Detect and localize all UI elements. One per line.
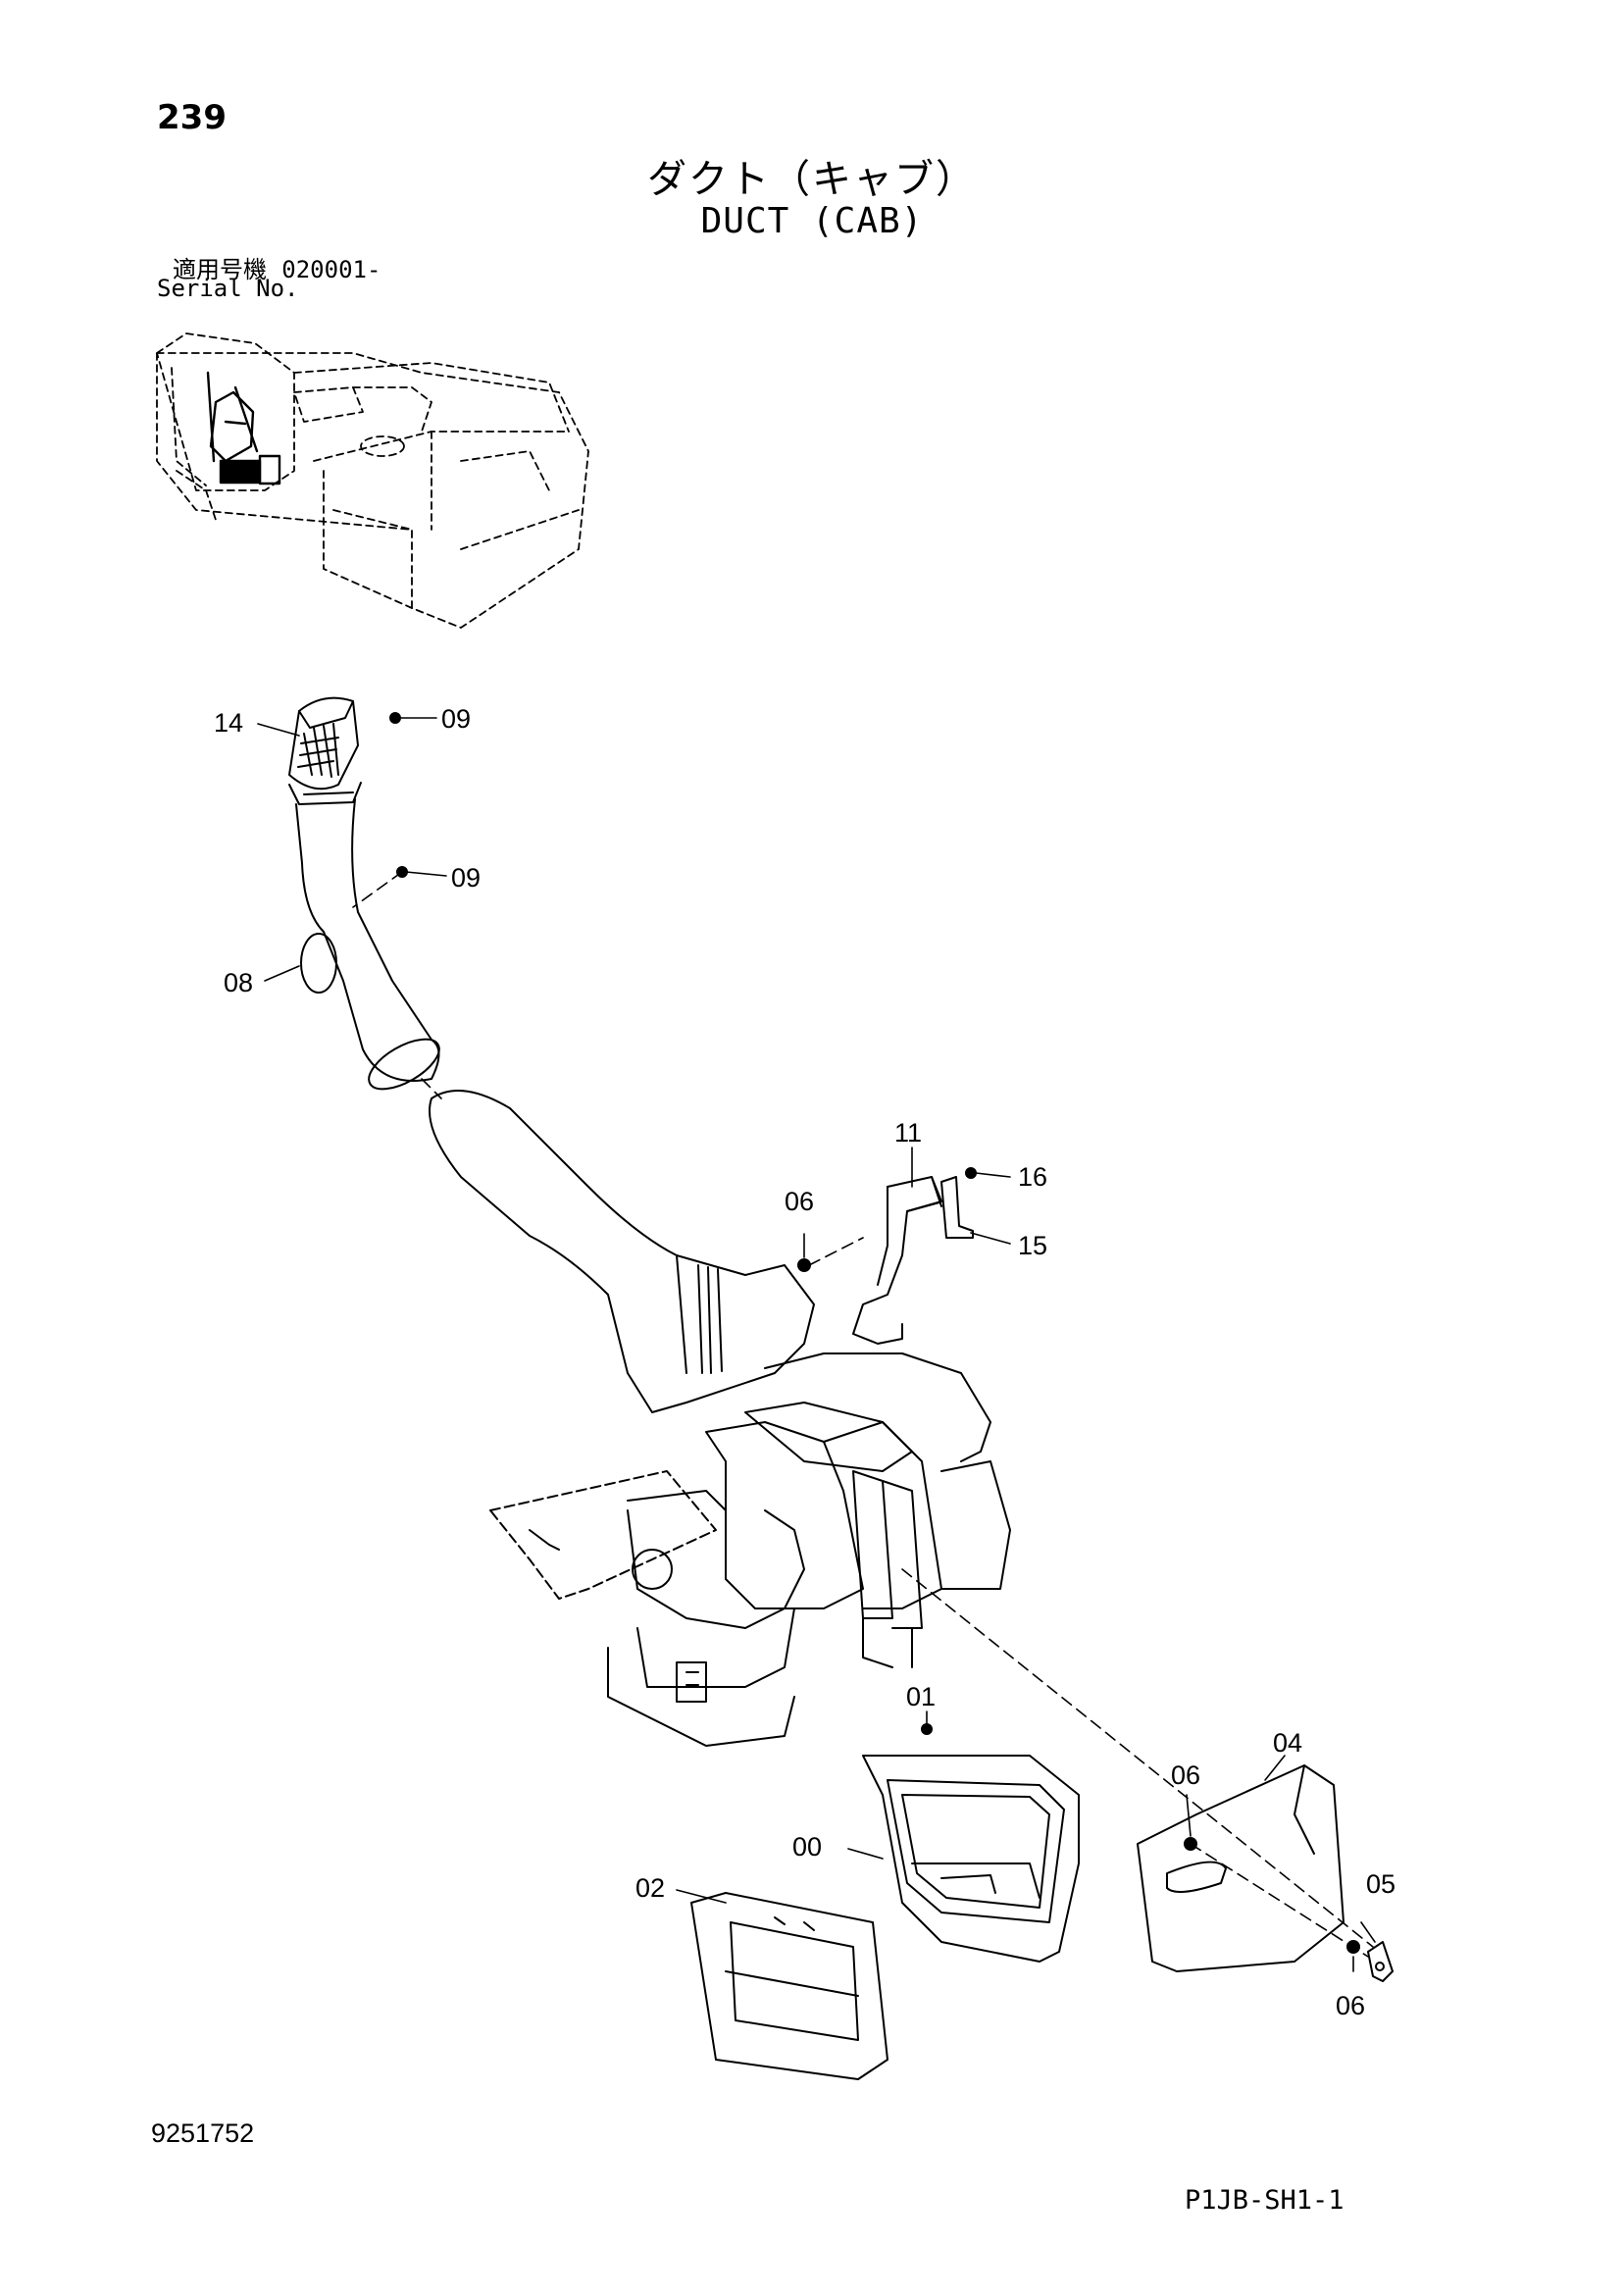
main-air-duct xyxy=(429,1090,815,1413)
mounting-plate xyxy=(489,1470,717,1600)
callout-06-lower: 06 xyxy=(1336,1991,1366,2020)
page-number: 239 xyxy=(157,98,227,137)
serial-label-jp-text: 適用号機 xyxy=(173,256,267,283)
assembly-lines xyxy=(352,871,1374,1958)
part-14-outlet-louver xyxy=(288,696,359,791)
callout-11: 11 xyxy=(894,1118,923,1148)
callout-04: 04 xyxy=(1273,1728,1303,1758)
page-title-jp: ダクト（キャブ） xyxy=(647,157,977,202)
callout-00: 00 xyxy=(792,1832,823,1862)
callout-01: 01 xyxy=(906,1682,937,1711)
callout-06-middle: 06 xyxy=(1171,1760,1201,1790)
fasteners xyxy=(389,712,1360,1954)
callout-09-lower: 09 xyxy=(451,863,482,893)
plate-hook xyxy=(529,1529,560,1551)
machine-overview-illustration xyxy=(156,332,589,629)
callout-16: 16 xyxy=(1018,1162,1048,1192)
part-08-upper-duct xyxy=(288,782,440,1091)
callout-02: 02 xyxy=(635,1873,666,1903)
callout-leaders xyxy=(257,717,1376,1972)
part-11-bracket xyxy=(852,1176,942,1345)
callout-14: 14 xyxy=(214,708,244,738)
callout-15: 15 xyxy=(1018,1231,1048,1260)
part-04-cover xyxy=(1137,1764,1345,1972)
callout-06-upper: 06 xyxy=(785,1187,815,1216)
part-00-filter-frame xyxy=(862,1755,1080,1963)
page-title-en: DUCT (CAB) xyxy=(700,201,924,241)
callout-05: 05 xyxy=(1366,1869,1396,1899)
document-number: 9251752 xyxy=(151,2118,255,2148)
serial-label-jp: 適用号機 020001- xyxy=(173,250,381,284)
part-02-filter xyxy=(690,1892,888,2080)
part-05-clip xyxy=(1367,1941,1394,1982)
cab-duct-location-highlight xyxy=(206,371,281,485)
sheet-code: P1JB-SH1-1 xyxy=(1185,2185,1345,2216)
callout-08: 08 xyxy=(224,968,254,997)
air-conditioner-unit xyxy=(607,1352,1011,1747)
callout-09-upper: 09 xyxy=(441,704,472,734)
serial-value: 020001- xyxy=(281,256,381,283)
serial-label-en: Serial No. xyxy=(157,275,299,302)
part-15-bracket xyxy=(940,1176,974,1239)
